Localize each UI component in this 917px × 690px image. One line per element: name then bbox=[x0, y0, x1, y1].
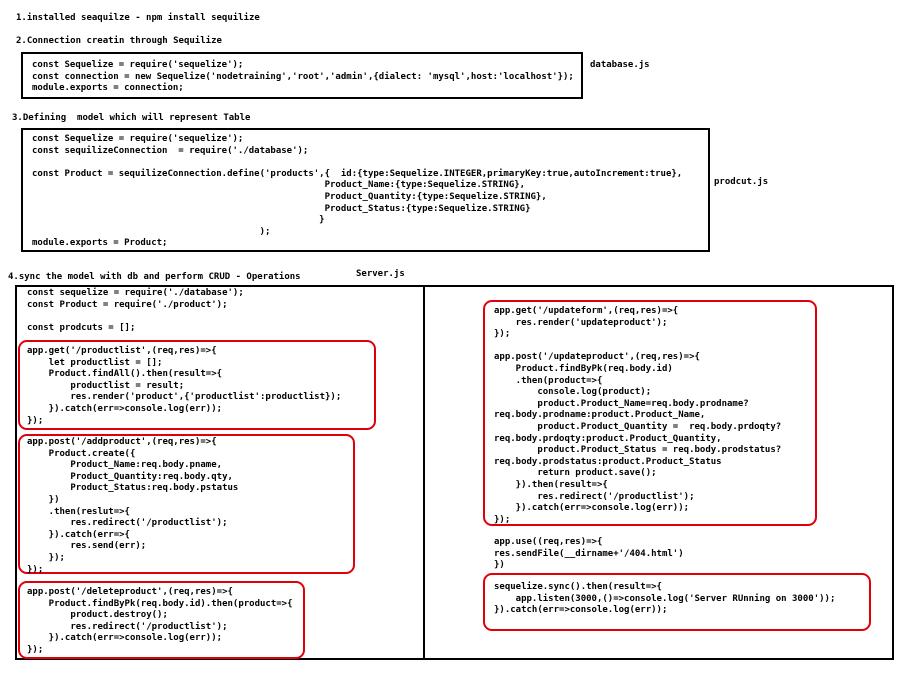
server-code-box bbox=[15, 285, 894, 660]
step1-heading: 1.installed seaquilze - npm install sequ… bbox=[16, 13, 260, 23]
productlist-route-box bbox=[18, 340, 376, 430]
product-code-box: const Sequelize = require('sequelize'); … bbox=[21, 128, 710, 252]
product-file-label: prodcut.js bbox=[714, 177, 769, 187]
sync-code: sequelize.sync().then(result=>{ app.list… bbox=[494, 582, 836, 616]
not-found-handler-code: app.use((req,res)=>{ res.sendFile(__dirn… bbox=[494, 537, 684, 571]
step2-heading: 2.Connection creatin through Sequilize bbox=[16, 36, 222, 46]
addproduct-route-box bbox=[18, 434, 355, 574]
deleteproduct-route-box bbox=[18, 581, 305, 659]
server-file-label: Server.js bbox=[356, 269, 405, 279]
addproduct-route-code: app.post('/addproduct',(req,res)=>{ Prod… bbox=[27, 437, 239, 575]
database-code-box: const Sequelize = require('sequelize'); … bbox=[21, 52, 583, 99]
database-file-label: database.js bbox=[590, 60, 650, 70]
sync-box bbox=[483, 573, 871, 631]
deleteproduct-route-code: app.post('/deleteproduct',(req,res)=>{ P… bbox=[27, 587, 293, 655]
update-routes-code: app.get('/updateform',(req,res)=>{ res.r… bbox=[494, 306, 782, 525]
update-routes-box bbox=[483, 300, 817, 526]
column-divider bbox=[423, 287, 425, 658]
server-header-code: const sequelize = require('./database');… bbox=[27, 288, 244, 333]
product-code: const Sequelize = require('sequelize'); … bbox=[32, 134, 683, 249]
step3-heading: 3.Defining model which will represent Ta… bbox=[12, 113, 251, 123]
step4-heading: 4.sync the model with db and perform CRU… bbox=[8, 272, 301, 282]
productlist-route-code: app.get('/productlist',(req,res)=>{ let … bbox=[27, 346, 342, 426]
database-code: const Sequelize = require('sequelize'); … bbox=[32, 60, 574, 94]
